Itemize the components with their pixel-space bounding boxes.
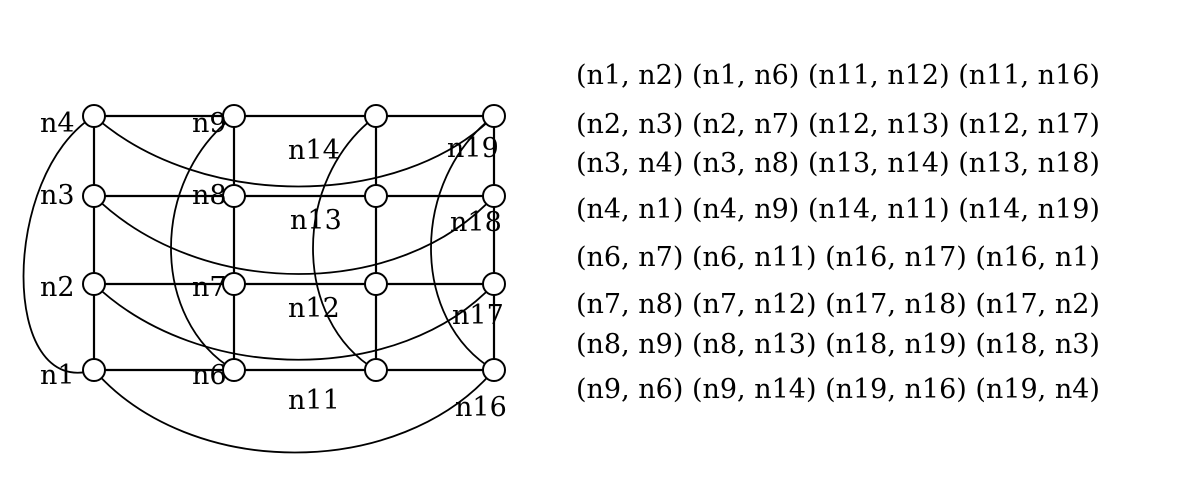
node-n14 <box>364 104 388 128</box>
label-n12: n12 <box>288 293 340 324</box>
label-n8: n8 <box>192 180 227 211</box>
node-n3 <box>82 184 106 208</box>
label-n1: n1 <box>40 360 75 391</box>
label-n11: n11 <box>288 385 340 416</box>
label-n6: n6 <box>192 360 227 391</box>
node-n12 <box>364 272 388 296</box>
edge-n16-n1 <box>93 369 495 454</box>
edge-list-line: (n1, n2) (n1, n6) (n11, n12) (n11, n16) <box>576 60 1100 91</box>
node-n13 <box>364 184 388 208</box>
label-n3: n3 <box>40 180 75 211</box>
node-n19 <box>482 104 506 128</box>
edge-list-line: (n6, n7) (n6, n11) (n16, n17) (n16, n1) <box>576 242 1100 273</box>
grid-column-edges <box>92 116 496 370</box>
edge-list: (n1, n2) (n1, n6) (n11, n12) (n11, n16) … <box>576 60 1100 405</box>
node-n18 <box>482 184 506 208</box>
label-n9: n9 <box>192 108 227 139</box>
node-n17 <box>482 272 506 296</box>
label-n19: n19 <box>447 133 499 164</box>
edge-n9-n6 <box>170 115 235 371</box>
edge-list-line: (n3, n4) (n3, n8) (n13, n14) (n13, n18) <box>576 148 1100 179</box>
node-n1 <box>82 358 106 382</box>
edge-n17-n2 <box>93 283 495 361</box>
edge-n18-n3 <box>93 195 495 275</box>
node-n4 <box>82 104 106 128</box>
edge-list-line: (n2, n3) (n2, n7) (n12, n13) (n12, n17) <box>576 109 1100 140</box>
edge-list-line: (n8, n9) (n8, n13) (n18, n19) (n18, n3) <box>576 329 1100 360</box>
node-n16 <box>482 358 506 382</box>
edge-n4-n1 <box>22 115 95 374</box>
edge-list-line: (n4, n1) (n4, n9) (n14, n11) (n14, n19) <box>576 194 1100 225</box>
node-n2 <box>82 272 106 296</box>
label-n18: n18 <box>450 207 502 238</box>
grid-row-edges <box>94 114 494 372</box>
network-nodes <box>82 104 506 382</box>
edge-list-line: (n7, n8) (n7, n12) (n17, n18) (n17, n2) <box>576 289 1100 320</box>
node-n6 <box>222 358 246 382</box>
wraparound-edges <box>22 115 495 454</box>
node-n8 <box>222 184 246 208</box>
edge-n19-n4 <box>93 115 495 188</box>
node-n7 <box>222 272 246 296</box>
edge-n19-n16 <box>430 115 495 371</box>
edge-n14-n11 <box>312 115 377 371</box>
label-n16: n16 <box>455 392 507 423</box>
node-n11 <box>364 358 388 382</box>
edge-list-line: (n9, n6) (n9, n14) (n19, n16) (n19, n4) <box>576 374 1100 405</box>
label-n17: n17 <box>452 300 504 331</box>
label-n14: n14 <box>288 135 340 166</box>
label-n7: n7 <box>192 272 227 303</box>
node-n9 <box>222 104 246 128</box>
label-n13: n13 <box>290 205 342 236</box>
label-n4: n4 <box>40 108 75 139</box>
node-labels: n4 n3 n2 n1 n9 n8 n7 n6 n14 n13 n12 n11 … <box>40 108 507 423</box>
label-n2: n2 <box>40 272 75 303</box>
